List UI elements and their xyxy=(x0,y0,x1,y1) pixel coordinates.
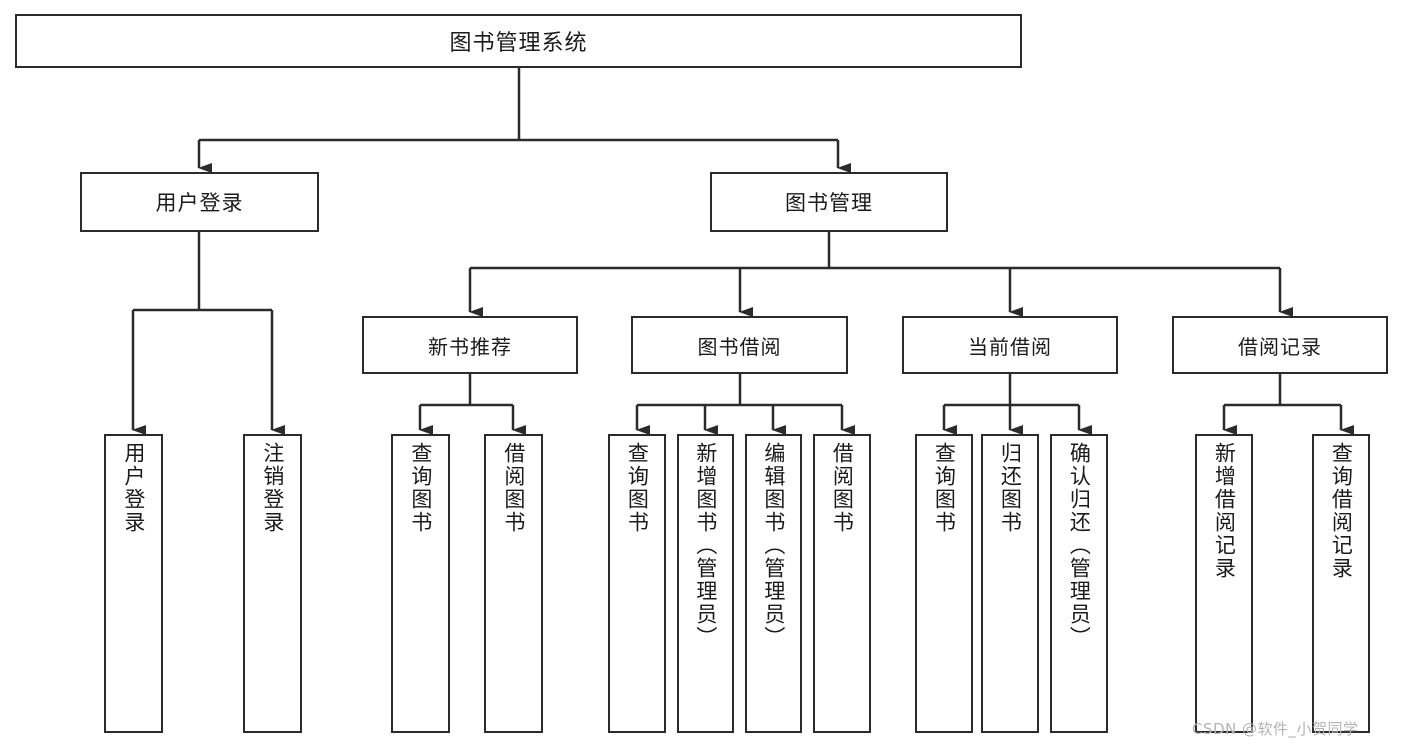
leaf-label: 查询图书 xyxy=(408,442,433,534)
leaf-label: 查询图书 xyxy=(625,442,650,534)
node-root[interactable]: 图书管理系统 xyxy=(15,14,1022,68)
leaf-label: 归还图书 xyxy=(998,442,1023,534)
leaf-label: 查询借阅记录 xyxy=(1329,442,1354,580)
leaf-user-login-logout[interactable]: 注销登录 xyxy=(243,434,302,733)
leaf-label: 用户登录 xyxy=(121,442,146,534)
leaf-label: 注销登录 xyxy=(260,442,285,534)
node-book-management[interactable]: 图书管理 xyxy=(710,172,948,232)
node-current-borrow-label: 当前借阅 xyxy=(968,334,1052,359)
node-borrow-records-label: 借阅记录 xyxy=(1238,334,1322,359)
csdn-watermark: CSDN @软件_小贺同学 xyxy=(1192,720,1359,738)
leaf-current-borrow-return[interactable]: 归还图书 xyxy=(981,434,1039,733)
leaf-label: 借阅图书 xyxy=(501,442,526,534)
leaf-book-borrow-add-admin[interactable]: 新增图书（管理员） xyxy=(677,434,734,733)
leaf-new-book-query[interactable]: 查询图书 xyxy=(391,434,450,733)
node-book-management-label: 图书管理 xyxy=(785,191,873,215)
node-book-borrow-label: 图书借阅 xyxy=(697,334,782,359)
node-user-login[interactable]: 用户登录 xyxy=(80,172,319,232)
leaf-current-borrow-confirm-admin[interactable]: 确认归还（管理员） xyxy=(1050,434,1108,733)
leaf-label: 新增图书（管理员） xyxy=(693,442,718,649)
leaf-user-login-login[interactable]: 用户登录 xyxy=(104,434,163,733)
leaf-borrow-records-add[interactable]: 新增借阅记录 xyxy=(1195,434,1253,733)
leaf-book-borrow-borrow[interactable]: 借阅图书 xyxy=(813,434,871,733)
node-new-book-recommend[interactable]: 新书推荐 xyxy=(362,316,578,374)
node-book-borrow[interactable]: 图书借阅 xyxy=(631,316,848,374)
leaf-new-book-borrow[interactable]: 借阅图书 xyxy=(484,434,543,733)
node-user-login-label: 用户登录 xyxy=(155,191,244,215)
leaf-label: 新增借阅记录 xyxy=(1212,442,1237,580)
node-new-book-recommend-label: 新书推荐 xyxy=(428,334,512,359)
leaf-book-borrow-edit-admin[interactable]: 编辑图书（管理员） xyxy=(745,434,802,733)
leaf-current-borrow-query[interactable]: 查询图书 xyxy=(915,434,973,733)
leaf-borrow-records-query[interactable]: 查询借阅记录 xyxy=(1312,434,1370,733)
leaf-label: 借阅图书 xyxy=(830,442,855,534)
leaf-label: 确认归还（管理员） xyxy=(1067,442,1092,649)
node-root-label: 图书管理系统 xyxy=(449,31,588,56)
leaf-label: 编辑图书（管理员） xyxy=(761,442,786,649)
node-current-borrow[interactable]: 当前借阅 xyxy=(902,316,1118,374)
leaf-label: 查询图书 xyxy=(932,442,957,534)
node-borrow-records[interactable]: 借阅记录 xyxy=(1172,316,1388,374)
leaf-book-borrow-query[interactable]: 查询图书 xyxy=(608,434,666,733)
